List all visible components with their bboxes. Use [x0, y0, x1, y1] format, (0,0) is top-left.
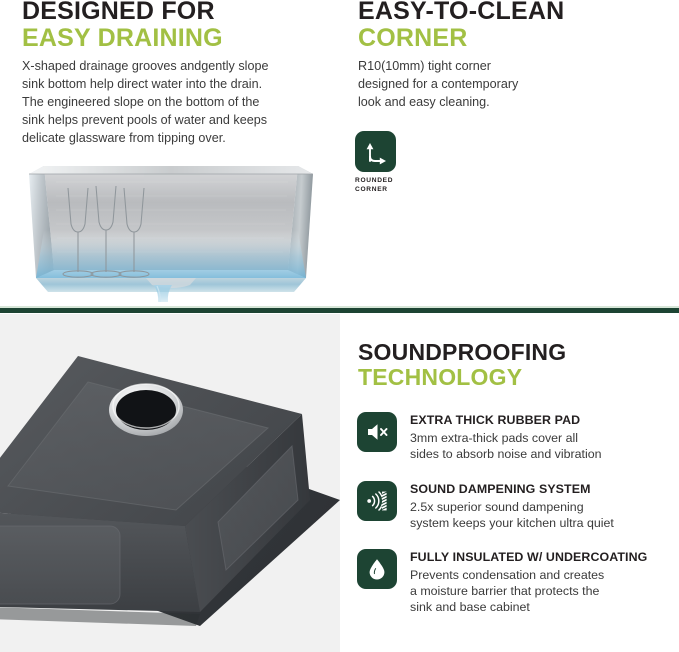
feature-description: Prevents condensation and creates a mois…	[410, 567, 605, 615]
sink-underside-photo	[0, 314, 340, 652]
heading-line-1: SOUNDPROOFING	[358, 339, 567, 365]
feature-description: 2.5x superior sound dampening system kee…	[410, 499, 614, 531]
feature-description: 3mm extra-thick pads cover all sides to …	[410, 430, 602, 462]
sound-wave-barrier-icon	[357, 481, 397, 521]
heading-line-2: CORNER	[358, 24, 468, 52]
feature-fully-insulated-undercoating: FULLY INSULATED W/ UNDERCOATING Prevents…	[357, 549, 647, 616]
feature-text: EXTRA THICK RUBBER PAD 3mm extra-thick p…	[410, 412, 602, 462]
panel-soundproofing: SOUNDPROOFING TECHNOLOGY	[340, 314, 679, 652]
feature-text: FULLY INSULATED W/ UNDERCOATING Prevents…	[410, 549, 647, 616]
rounded-corner-badge: ROUNDED CORNER	[355, 131, 401, 195]
panel-easy-draining: DESIGNED FOR EASY DRAINING X-shaped drai…	[0, 0, 340, 310]
sink-cross-section-illustration	[26, 152, 316, 302]
feature-title: FULLY INSULATED W/ UNDERCOATING	[410, 550, 648, 564]
easy-draining-heading: DESIGNED FOR EASY DRAINING	[22, 0, 223, 52]
heading-line-2: EASY DRAINING	[22, 24, 223, 52]
water-droplet-icon	[357, 549, 397, 589]
corner-heading: EASY-TO-CLEAN CORNER	[358, 0, 564, 52]
feature-title: EXTRA THICK RUBBER PAD	[410, 413, 581, 427]
feature-title: SOUND DAMPENING SYSTEM	[410, 482, 591, 496]
feature-sound-dampening-system: SOUND DAMPENING SYSTEM 2.5x superior sou…	[357, 481, 614, 531]
feature-text: SOUND DAMPENING SYSTEM 2.5x superior sou…	[410, 481, 614, 531]
heading-line-2: TECHNOLOGY	[358, 363, 523, 390]
section-divider	[0, 306, 679, 313]
rounded-corner-caption: ROUNDED CORNER	[355, 177, 394, 193]
corner-body: R10(10mm) tight corner designed for a co…	[358, 59, 519, 109]
soundproofing-heading: SOUNDPROOFING TECHNOLOGY	[358, 340, 566, 390]
easy-draining-body: X-shaped drainage grooves andgently slop…	[22, 59, 269, 145]
heading-line-1: EASY-TO-CLEAN	[358, 0, 565, 25]
feature-extra-thick-rubber-pad: EXTRA THICK RUBBER PAD 3mm extra-thick p…	[357, 412, 602, 462]
heading-line-1: DESIGNED FOR	[22, 0, 215, 25]
muted-speaker-icon	[357, 412, 397, 452]
panel-easy-to-clean-corner: EASY-TO-CLEAN CORNER R10(10mm) tight cor…	[340, 0, 679, 310]
rounded-corner-icon	[355, 131, 396, 172]
panel-undercoating-photo	[0, 314, 340, 652]
